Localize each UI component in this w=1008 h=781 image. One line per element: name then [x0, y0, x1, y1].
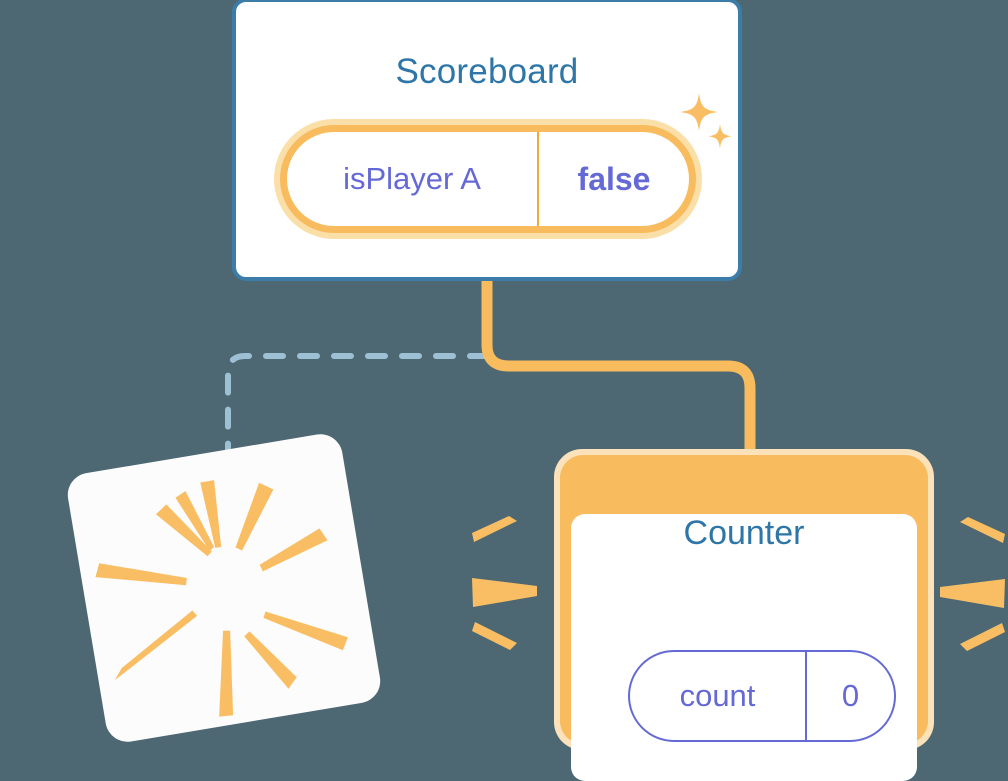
counter-prop-key: count: [630, 652, 807, 740]
burst-ray: [95, 563, 187, 586]
counter-ray: [472, 578, 537, 607]
scoreboard-prop-value: false: [577, 160, 651, 197]
burst-ray: [219, 630, 234, 717]
sparkle-icon-small: [708, 124, 732, 149]
connector-solid-scoreboard-to-counter: [481, 281, 756, 462]
burst-ray: [200, 480, 222, 548]
sparkle-icon-large: [680, 93, 718, 131]
diagram-canvas: Scoreboard isPlayer A false: [64, 0, 1005, 781]
counter-right-rays-icon: [940, 517, 1005, 651]
counter-ray: [472, 622, 517, 650]
counter-card-body: Counter count 0: [571, 514, 917, 781]
scoreboard-prop-pill[interactable]: isPlayer A false: [274, 119, 702, 239]
burst-ray: [235, 482, 274, 551]
counter-prop-pill[interactable]: count 0: [628, 650, 896, 742]
burst-rays-icon: [95, 480, 348, 717]
burst-ray: [175, 491, 215, 551]
burst-ray: [155, 504, 212, 557]
burst-ray: [114, 610, 198, 681]
connector-dashed-scoreboard-to-burst-card: [225, 353, 490, 473]
scoreboard-prop-pill-body: isPlayer A false: [287, 132, 689, 226]
counter-prop-value: 0: [841, 678, 860, 713]
counter-ray: [472, 516, 517, 542]
scoreboard-title: Scoreboard: [395, 52, 579, 91]
burst-card[interactable]: [64, 430, 384, 746]
counter-left-rays-icon: [472, 516, 537, 650]
burst-ray: [244, 631, 297, 689]
counter-ray: [940, 579, 1005, 608]
scoreboard-prop-key: isPlayer A: [287, 132, 539, 226]
counter-title: Counter: [683, 514, 805, 552]
counter-card[interactable]: Counter count 0: [554, 449, 934, 781]
counter-ray: [960, 623, 1005, 651]
sparkle-icon-group: [680, 93, 732, 149]
burst-ray: [263, 611, 348, 651]
counter-card-ring: Counter count 0: [560, 455, 928, 781]
counter-ray: [960, 517, 1005, 543]
scoreboard-prop-pill-ring: isPlayer A false: [280, 125, 696, 233]
connector-layer: [225, 281, 756, 473]
burst-ray: [259, 528, 328, 572]
